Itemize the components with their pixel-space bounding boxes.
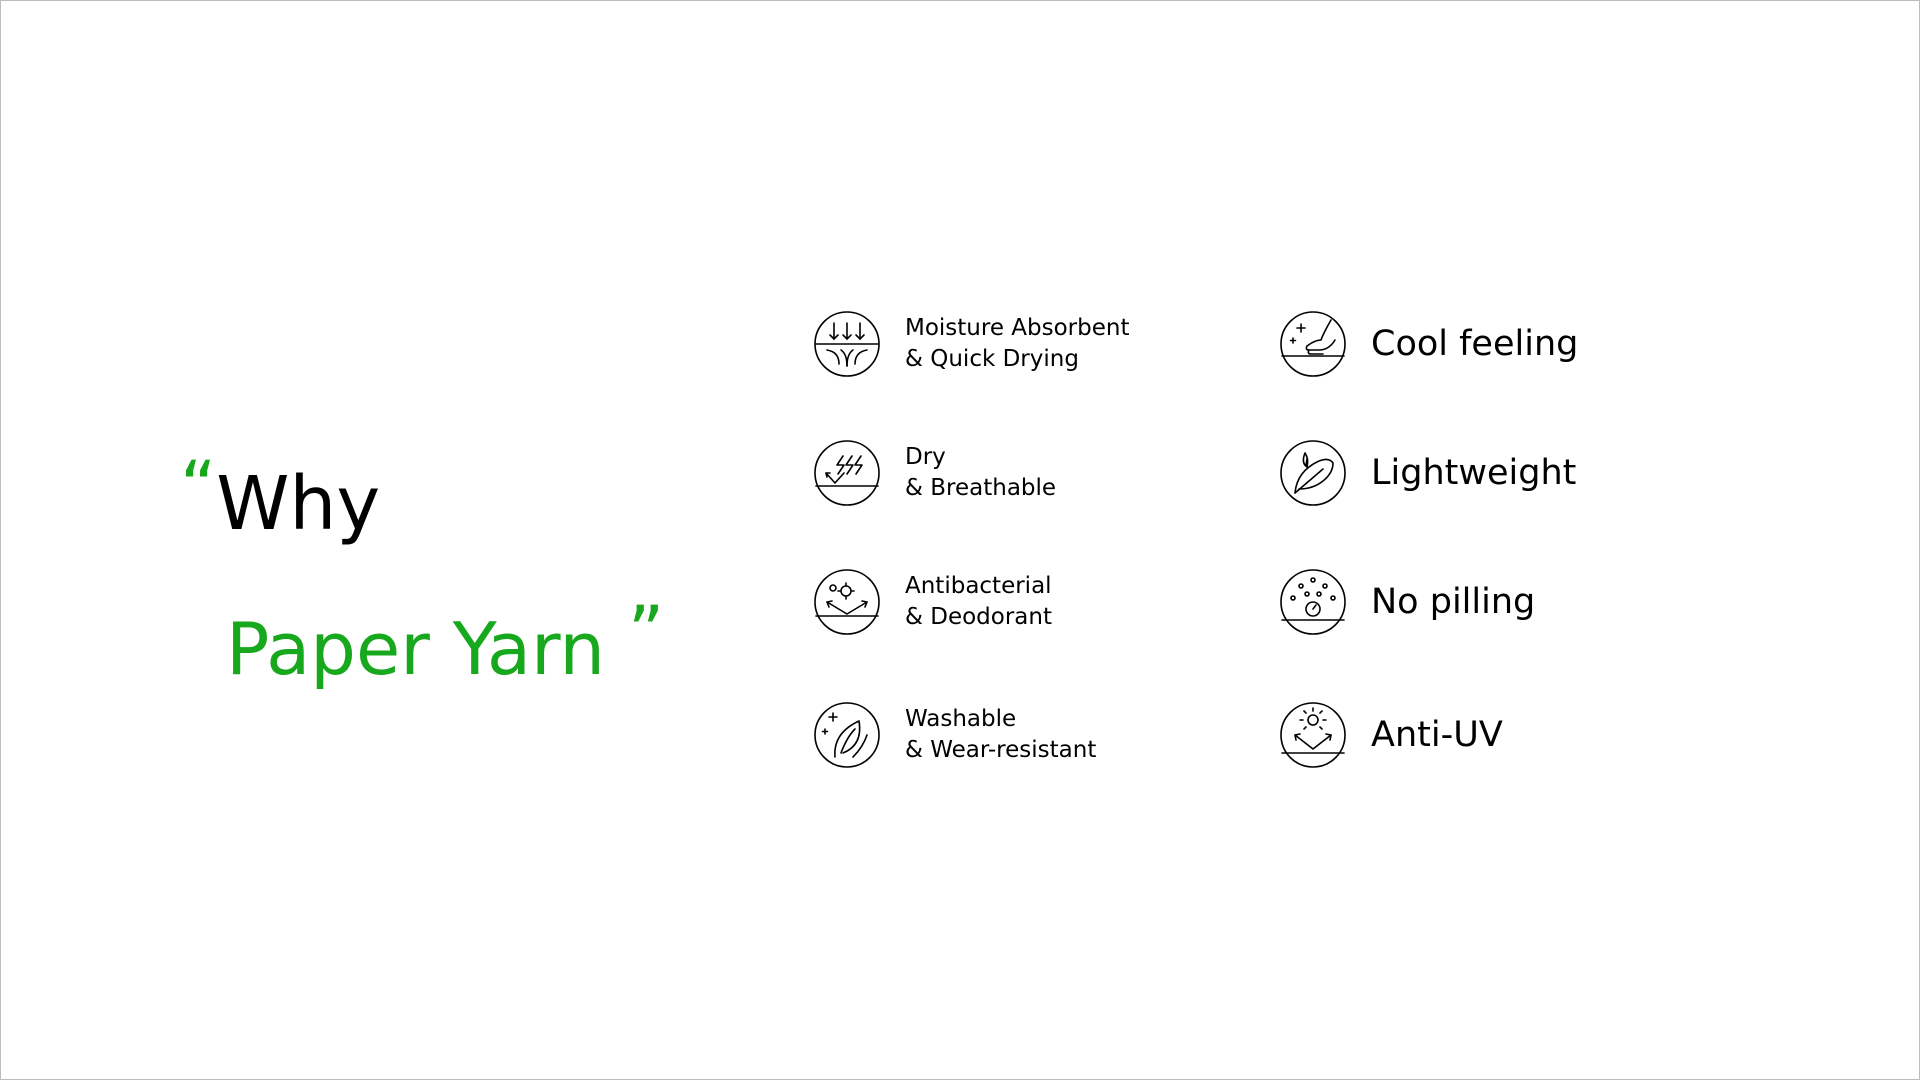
feature-label: Lightweight: [1371, 453, 1577, 493]
feature-label-line-2: & Wear-resistant: [905, 737, 1097, 763]
feature-label-line-1: Moisture Absorbent: [905, 315, 1130, 341]
headline-paper-yarn: Paper Yarn: [226, 607, 605, 691]
feature-dry-breathable: Dry & Breathable: [813, 439, 1056, 507]
feature-label-line-1: Antibacterial: [905, 573, 1052, 599]
headline-why: Why: [216, 461, 381, 547]
moisture-arrows-icon: [813, 310, 881, 378]
no-pilling-dots-icon: [1279, 568, 1347, 636]
close-quote: ”: [627, 591, 665, 673]
feature-label-line-1: Dry: [905, 444, 946, 470]
feature-label-line-2: & Quick Drying: [905, 346, 1079, 372]
feature-label: Cool feeling: [1371, 324, 1579, 364]
antibacterial-shield-icon: [813, 568, 881, 636]
headline: “Why Paper Yarn ”: [180, 442, 664, 694]
feature-label: Dry & Breathable: [905, 442, 1056, 504]
feature-lightweight: Lightweight: [1279, 439, 1576, 507]
feature-label: Washable & Wear-resistant: [905, 704, 1096, 766]
cool-touch-hand-icon: [1279, 310, 1347, 378]
feature-label: Antibacterial & Deodorant: [905, 571, 1052, 633]
feature-antibacterial: Antibacterial & Deodorant: [813, 568, 1052, 636]
feather-icon: [1279, 439, 1347, 507]
feature-label-line-1: Washable: [905, 706, 1017, 732]
feature-no-pilling: No pilling: [1279, 568, 1535, 636]
feature-cool-feeling: Cool feeling: [1279, 310, 1578, 378]
washable-leaf-icon: [813, 701, 881, 769]
feature-label: No pilling: [1371, 582, 1536, 622]
feature-moisture-absorbent: Moisture Absorbent & Quick Drying: [813, 310, 1130, 378]
feature-label-line-2: & Breathable: [905, 475, 1057, 501]
headline-line-1: “Why: [180, 442, 664, 549]
feature-anti-uv: Anti-UV: [1279, 701, 1503, 769]
headline-line-2: Paper Yarn ”: [180, 587, 664, 694]
breathable-air-icon: [813, 439, 881, 507]
feature-label-line-2: & Deodorant: [905, 604, 1052, 630]
feature-label: Anti-UV: [1371, 715, 1503, 755]
feature-washable: Washable & Wear-resistant: [813, 701, 1096, 769]
anti-uv-sun-icon: [1279, 701, 1347, 769]
open-quote: “: [180, 446, 217, 528]
feature-label: Moisture Absorbent & Quick Drying: [905, 313, 1130, 375]
